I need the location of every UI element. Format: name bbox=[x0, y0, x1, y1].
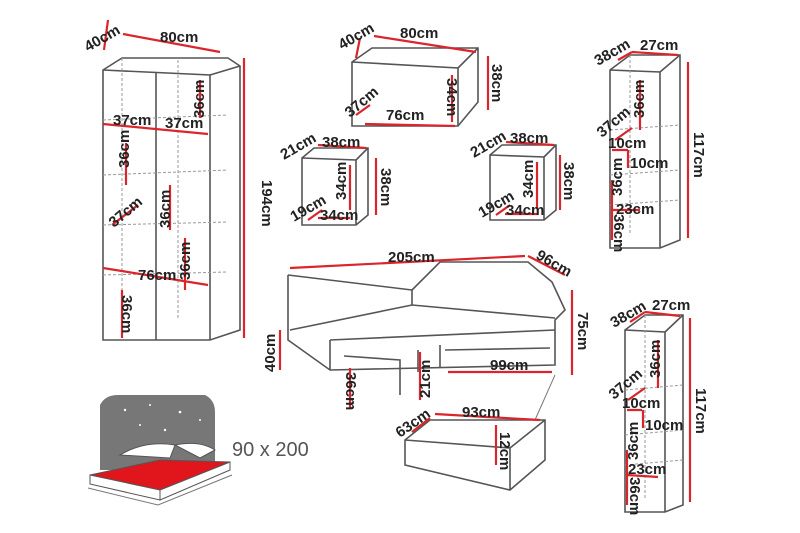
label: 27cm bbox=[640, 37, 678, 54]
cube-left: 21cm 38cm 38cm 34cm 19cm 34cm bbox=[278, 130, 394, 226]
label: 37cm bbox=[342, 83, 382, 121]
drawer: 63cm 93cm 12cm bbox=[393, 404, 546, 491]
label: 23cm bbox=[616, 201, 654, 218]
label: 36cm bbox=[118, 295, 135, 333]
mattress-icon bbox=[87, 395, 233, 506]
wall-cabinet: 40cm 80cm 38cm 37cm 76cm 34cm bbox=[336, 20, 505, 128]
label: 38cm bbox=[488, 64, 505, 102]
label: 117cm bbox=[692, 388, 709, 434]
label: 36cm bbox=[647, 340, 664, 378]
label: 21cm bbox=[417, 360, 434, 398]
label: 93cm bbox=[462, 404, 500, 421]
label: 99cm bbox=[490, 357, 528, 374]
label: 117cm bbox=[690, 132, 707, 178]
label: 38cm bbox=[560, 162, 577, 200]
label: 27cm bbox=[652, 297, 690, 314]
label: 96cm bbox=[533, 247, 575, 281]
label: 23cm bbox=[628, 461, 666, 478]
label: 36cm bbox=[625, 422, 642, 460]
bed: 205cm 96cm 75cm 40cm 36cm 21cm 99cm bbox=[262, 247, 591, 421]
label: 63cm bbox=[393, 405, 434, 441]
label: 10cm bbox=[608, 135, 646, 152]
label: 75cm bbox=[574, 312, 591, 350]
mattress-size: 90 x 200 bbox=[232, 439, 309, 461]
label: 205cm bbox=[388, 249, 435, 266]
label: 34cm bbox=[506, 202, 544, 219]
label: 40cm bbox=[262, 334, 279, 372]
label: 36cm bbox=[626, 477, 643, 515]
cube-right: 21cm 38cm 38cm 34cm 19cm 34cm bbox=[468, 128, 578, 222]
label: 37cm bbox=[165, 115, 203, 132]
wardrobe-height: 194cm bbox=[258, 180, 275, 227]
label: 38cm bbox=[608, 298, 650, 332]
label: 36cm bbox=[191, 80, 208, 118]
label: 80cm bbox=[400, 25, 438, 42]
label: 12cm bbox=[496, 432, 513, 470]
label: 36cm bbox=[631, 80, 648, 118]
label: 36cm bbox=[610, 214, 627, 252]
label: 34cm bbox=[520, 160, 537, 198]
label: 36cm bbox=[177, 242, 194, 280]
shelf-unit-bottom: 38cm 27cm 117cm 36cm 37cm 10cm 10cm 36cm… bbox=[606, 297, 709, 515]
label: 36cm bbox=[342, 372, 359, 410]
label: 34cm bbox=[320, 207, 358, 224]
label: 37cm bbox=[106, 193, 146, 231]
label: 36cm bbox=[609, 158, 626, 196]
label: 38cm bbox=[377, 168, 394, 206]
wardrobe: 40cm 80cm 194cm 36cm 37cm 37cm 36cm 37cm… bbox=[82, 19, 275, 341]
label: 76cm bbox=[138, 267, 176, 284]
label: 76cm bbox=[386, 107, 424, 124]
label: 38cm bbox=[592, 36, 634, 70]
label: 34cm bbox=[443, 78, 460, 116]
label: 10cm bbox=[630, 155, 668, 172]
wardrobe-depth: 40cm bbox=[82, 22, 124, 56]
label: 36cm bbox=[116, 130, 133, 168]
shelf-unit-top: 38cm 27cm 117cm 36cm 37cm 10cm 10cm 36cm… bbox=[592, 36, 708, 253]
label: 34cm bbox=[333, 162, 350, 200]
label: 37cm bbox=[113, 112, 151, 129]
label: 38cm bbox=[322, 134, 360, 151]
label: 10cm bbox=[645, 417, 683, 434]
label: 36cm bbox=[157, 190, 174, 228]
label: 38cm bbox=[510, 130, 548, 147]
label: 21cm bbox=[468, 128, 510, 162]
wardrobe-width: 80cm bbox=[160, 29, 198, 46]
label: 10cm bbox=[622, 395, 660, 412]
